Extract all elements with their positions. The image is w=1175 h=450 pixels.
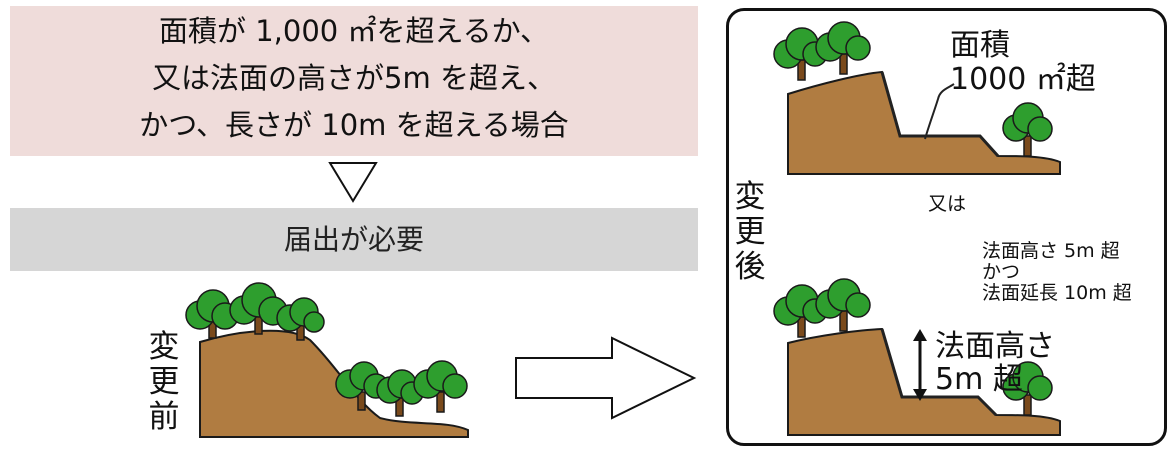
leader-line-area xyxy=(924,83,955,140)
right-arrow-icon xyxy=(515,336,697,420)
tree-icon xyxy=(815,278,871,332)
tree-icon xyxy=(413,360,468,413)
tree-icon xyxy=(773,284,828,338)
before-label: 変更前 xyxy=(146,330,182,435)
before-slope-illustration xyxy=(185,282,469,438)
tree-icon xyxy=(185,289,239,339)
condition-and: かつ xyxy=(982,261,1021,283)
after-panel xyxy=(726,8,1167,446)
condition-height: 法面高さ 5m 超 xyxy=(982,240,1120,262)
tree-icon xyxy=(229,282,288,335)
condition-line-1: 面積が 1,000 ㎡を超えるか、 xyxy=(158,14,549,48)
result-box: 届出が必要 xyxy=(10,208,698,271)
after-slope-area-illustration xyxy=(773,21,1061,175)
area-annotation-line2: 1000 ㎡超 xyxy=(950,62,1096,97)
after-slope-outline-top xyxy=(880,71,1000,158)
before-label-text: 変更前 xyxy=(148,329,180,435)
tree-icon xyxy=(1002,102,1053,157)
down-triangle-icon xyxy=(328,162,378,203)
tree-icon xyxy=(1002,361,1053,416)
condition-line-2: 又は法面の高さが5m を超え、 xyxy=(152,61,556,95)
after-slope-height-illustration xyxy=(773,278,1061,436)
after-label: 変更後 xyxy=(732,180,768,285)
condition-line-3: かつ、長さが 10m を超える場合 xyxy=(139,108,569,142)
tree-icon xyxy=(276,297,325,341)
height-annotation-line2: 5m 超 xyxy=(935,362,1023,397)
height-dimension-arrow-icon xyxy=(913,329,927,401)
condition-length: 法面延長 10m 超 xyxy=(982,282,1132,304)
result-label: 届出が必要 xyxy=(283,223,424,256)
tree-icon xyxy=(815,21,871,75)
tree-icon xyxy=(335,361,389,411)
condition-box: 面積が 1,000 ㎡を超えるか、 又は法面の高さが5m を超え、 かつ、長さが… xyxy=(10,6,698,156)
or-text: 又は xyxy=(928,193,967,215)
area-annotation-line1: 面積 xyxy=(950,28,1010,63)
after-slope-outline-bottom xyxy=(880,328,998,417)
tree-icon xyxy=(376,369,424,417)
height-annotation-line1: 法面高さ xyxy=(935,329,1055,364)
after-label-text: 変更後 xyxy=(734,179,766,285)
